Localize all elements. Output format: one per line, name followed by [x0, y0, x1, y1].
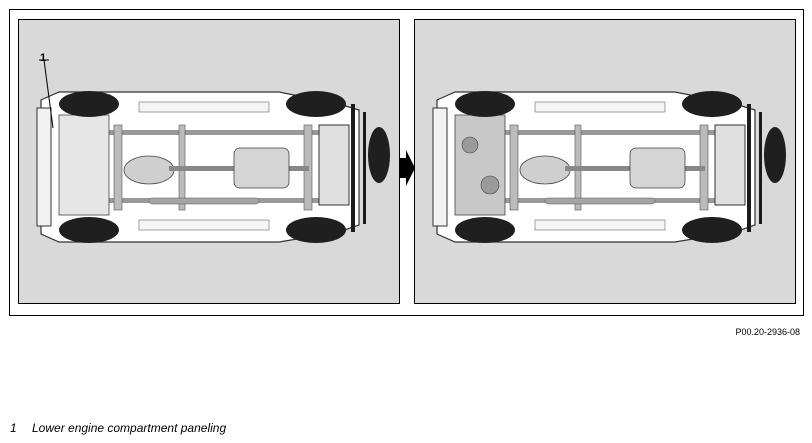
figure-reference-code: P00.20-2936-08: [735, 327, 800, 337]
callout-1-label: 1: [40, 52, 47, 64]
legend-text: Lower engine compartment paneling: [32, 421, 227, 435]
vehicle-underside-after: [432, 91, 786, 243]
panel-after: [414, 19, 796, 304]
panel-before: 1: [18, 19, 400, 304]
vehicle-underside-before: [36, 59, 390, 243]
arrow-right-icon: [399, 150, 415, 186]
illustration-frame: 1: [9, 9, 804, 316]
legend-item: 1 Lower engine compartment paneling: [10, 421, 226, 435]
legend-number: 1: [10, 421, 17, 435]
